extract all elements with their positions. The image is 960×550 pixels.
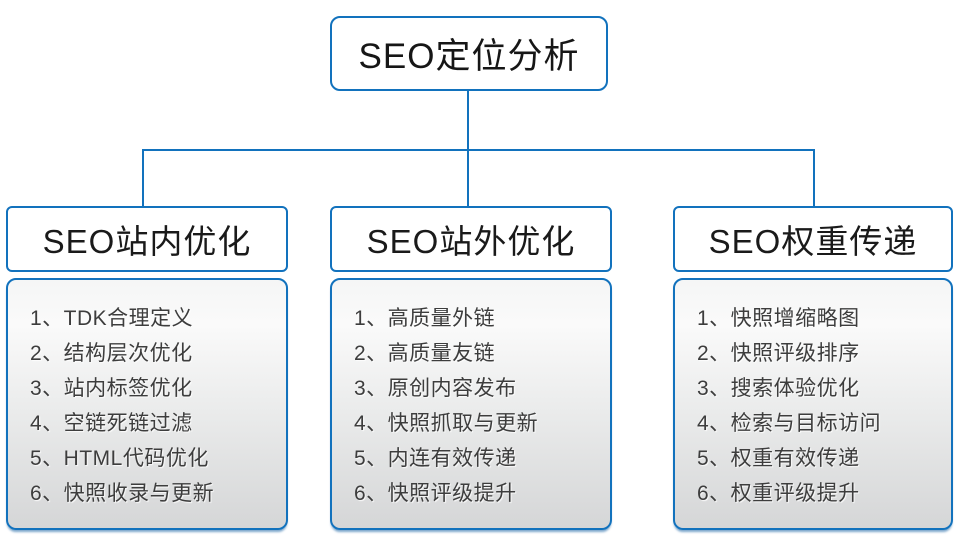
- list-item: 3、搜索体验优化: [697, 377, 860, 400]
- list-item: 2、快照评级排序: [697, 342, 860, 365]
- list-item: 5、HTML代码优化: [30, 447, 209, 470]
- branch-list-offsite: 1、高质量外链 2、高质量友链 3、原创内容发布 4、快照抓取与更新 5、内连有…: [330, 278, 612, 530]
- weight-item-list: 1、快照增缩略图 2、快照评级排序 3、搜索体验优化 4、检索与目标访问 5、权…: [697, 301, 945, 511]
- list-item: 2、高质量友链: [354, 342, 496, 365]
- list-item: 1、TDK合理定义: [30, 307, 194, 330]
- branch-header-offsite: SEO站外优化: [330, 206, 612, 272]
- branch-list-onsite: 1、TDK合理定义 2、结构层次优化 3、站内标签优化 4、空链死链过滤 5、H…: [6, 278, 288, 530]
- branch-header-weight-label: SEO权重传递: [708, 223, 918, 260]
- connector-root-vertical: [467, 91, 469, 151]
- branch-header-weight: SEO权重传递: [673, 206, 953, 272]
- list-item: 3、站内标签优化: [30, 377, 193, 400]
- list-item: 6、快照收录与更新: [30, 482, 215, 505]
- list-item: 1、高质量外链: [354, 307, 496, 330]
- list-item: 3、原创内容发布: [354, 377, 517, 400]
- list-item: 6、权重评级提升: [697, 482, 860, 505]
- list-item: 5、权重有效传递: [697, 447, 860, 470]
- root-node-title: SEO定位分析: [358, 37, 580, 76]
- branch-header-offsite-label: SEO站外优化: [366, 223, 576, 260]
- branch-list-weight: 1、快照增缩略图 2、快照评级排序 3、搜索体验优化 4、检索与目标访问 5、权…: [673, 278, 953, 530]
- branch-header-onsite: SEO站内优化: [6, 206, 288, 272]
- connector-right-drop: [813, 149, 815, 206]
- connector-left-drop: [142, 149, 144, 206]
- root-node: SEO定位分析: [330, 16, 608, 91]
- list-item: 4、空链死链过滤: [30, 412, 193, 435]
- connector-horizontal: [142, 149, 815, 151]
- offsite-item-list: 1、高质量外链 2、高质量友链 3、原创内容发布 4、快照抓取与更新 5、内连有…: [354, 301, 604, 511]
- branch-header-onsite-label: SEO站内优化: [42, 223, 252, 260]
- list-item: 4、检索与目标访问: [697, 412, 882, 435]
- list-item: 4、快照抓取与更新: [354, 412, 539, 435]
- list-item: 6、快照评级提升: [354, 482, 517, 505]
- connector-middle-drop: [467, 149, 469, 206]
- onsite-item-list: 1、TDK合理定义 2、结构层次优化 3、站内标签优化 4、空链死链过滤 5、H…: [30, 301, 280, 511]
- list-item: 1、快照增缩略图: [697, 307, 860, 330]
- list-item: 5、内连有效传递: [354, 447, 517, 470]
- list-item: 2、结构层次优化: [30, 342, 193, 365]
